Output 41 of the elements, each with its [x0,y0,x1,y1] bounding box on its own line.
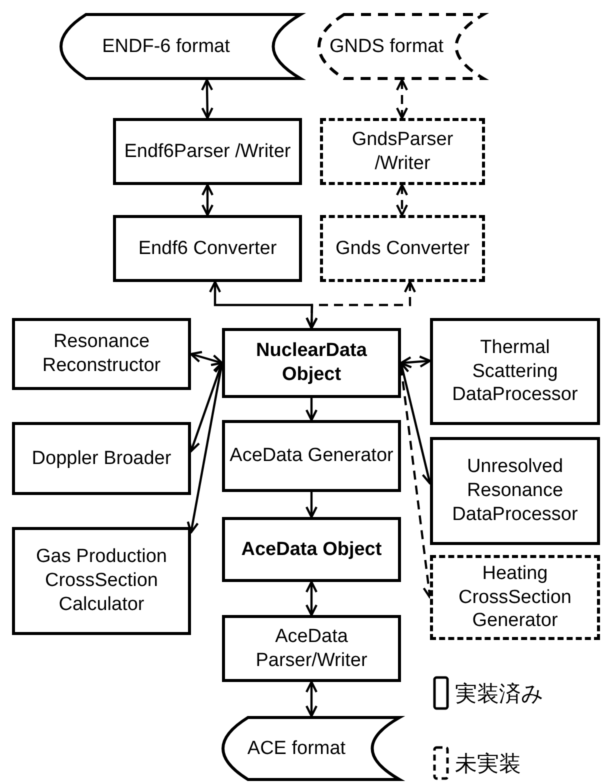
process-box [430,555,600,640]
arrow [200,78,214,120]
arrow [201,184,214,216]
box-label: Doppler Broader [30,446,172,470]
arrow [400,355,432,368]
box-label: Thermal Scattering DataProcessor [451,336,579,408]
box-label: AceData Parser/Writer [254,624,368,672]
box-label: Gnds Converter [334,236,471,260]
box-label: AceData Generator [228,444,394,468]
process-box [113,215,302,282]
process-box [320,215,485,282]
process-box [12,527,191,635]
process-box [222,615,401,682]
process-box [320,118,485,185]
box-label: Endf6Parser /Writer [123,140,292,164]
process-box [12,422,191,495]
box-label: Resonance Reconstructor [41,330,162,378]
process-box [113,118,302,185]
process-box [222,420,401,492]
box-label: NuclearData Object [255,339,368,387]
arrow [305,398,318,422]
arrow [305,680,318,718]
process-box [222,517,401,582]
box-label: GndsParser /Writer [350,128,454,176]
arrow [396,78,408,120]
legend-text: 実装済み [455,681,544,709]
box-label: Endf6 Converter [137,236,278,260]
process-box [222,328,401,398]
legend-text: 未実装 [455,751,521,779]
box-label: Gas Production CrossSection Calculator [35,545,168,617]
box-label: Heating CrossSection Generator [458,562,572,634]
process-box [430,318,600,425]
arrow [396,184,408,216]
arrow [305,492,318,518]
box-label: Unresolved Resonance DataProcessor [451,455,579,527]
arrow [306,280,416,330]
box-label: AceData Object [240,538,383,562]
process-box [12,318,191,390]
arrow [190,350,224,366]
arrow [305,580,318,616]
process-box [430,437,600,545]
